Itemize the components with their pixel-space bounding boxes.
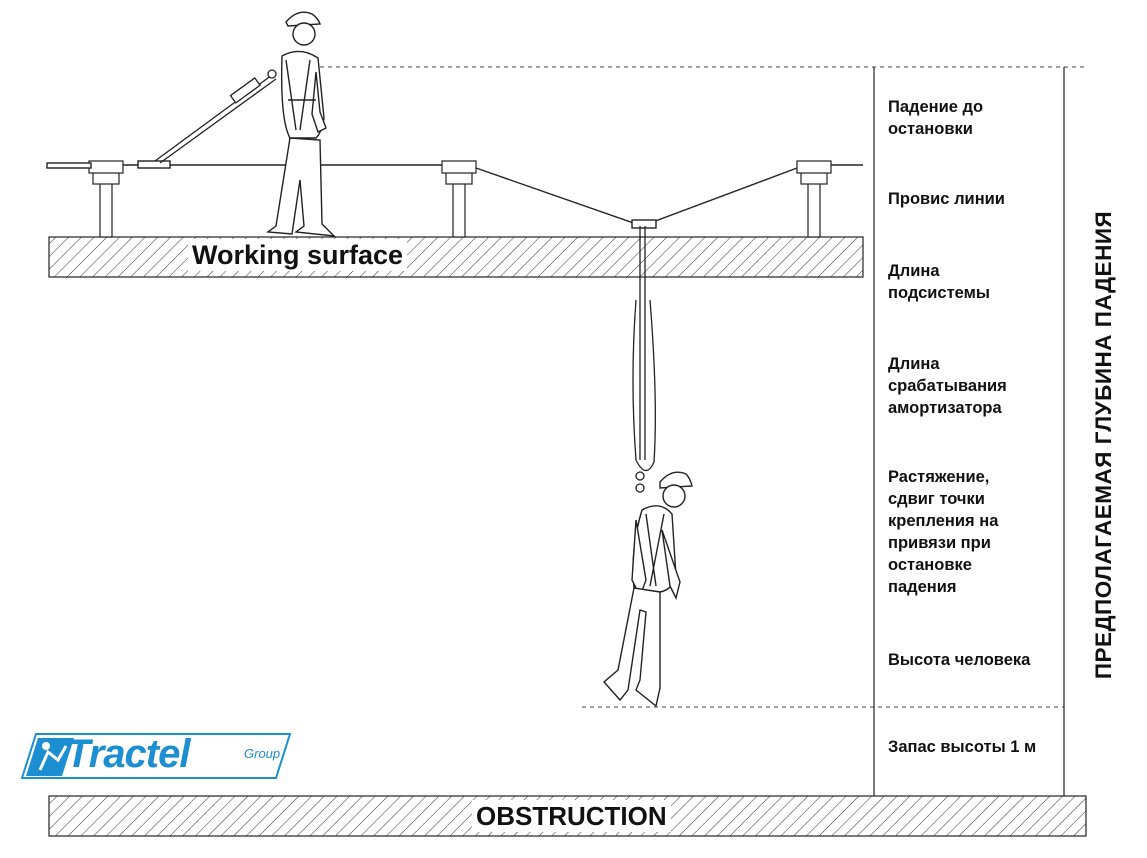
working-surface-slab [48,236,864,278]
worker-suspended-icon [603,471,693,708]
logo-suffix-text: Group [244,746,281,761]
obstruction-label: OBSTRUCTION [472,800,671,832]
anchor-post-left [88,160,124,238]
absorber-length-label: Длина срабатывания амортизатора [888,355,1007,417]
fall-arrest-label: Падение до остановки [888,98,984,138]
working-surface-label: Working surface [188,239,408,271]
horizontal-lifeline [46,160,863,229]
anchor-post-right [796,160,832,238]
person-height-label: Высота человека [888,651,1031,669]
stretch-label: Растяжение, сдвиг точки крепления на при… [888,468,999,596]
lanyard-suspended [632,226,656,493]
lanyard-standing [154,69,277,164]
tractel-logo-icon [20,733,292,779]
clearance-label: Запас высоты 1 м [888,738,1037,756]
line-sag-label: Провис линии [888,190,1005,208]
logo-brand-text: Tractel [66,732,190,776]
total-fall-depth-label-box: ПРЕДПОЛАГАЕМАЯ ГЛУБИНА ПАДЕНИЯ [1083,180,1125,710]
total-fall-depth-label: ПРЕДПОЛАГАЕМАЯ ГЛУБИНА ПАДЕНИЯ [1091,210,1116,680]
subsystem-length-label: Длина подсистемы [888,262,990,302]
anchor-post-middle [441,160,477,238]
worker-standing-icon [266,11,336,237]
